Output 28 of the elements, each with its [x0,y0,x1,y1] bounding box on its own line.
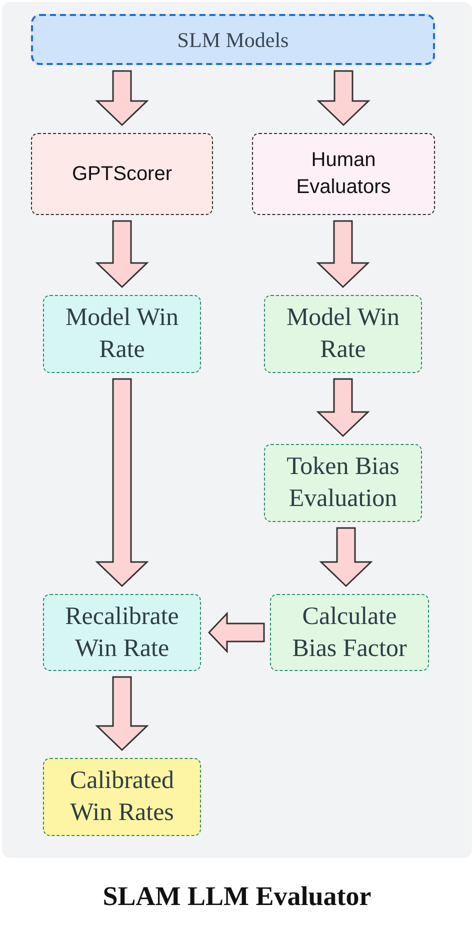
node-label: Model Win Rate [64,303,180,365]
process-box [43,594,201,671]
block-arrow [208,612,265,654]
process-box [31,14,435,65]
process-box [252,133,435,215]
process-box [264,295,422,373]
diagram-title: SLAM LLM Evaluator [102,880,372,913]
block-arrow [95,378,149,588]
node-label: GPTScorer [72,162,172,186]
node-label: Recalibrate Win Rate [64,602,180,664]
block-arrow [316,220,370,288]
block-arrow [319,527,373,588]
process-box [270,594,429,671]
node-label: SLM Models [177,26,289,52]
node-label: Human Evaluators [295,148,392,200]
node-label: Calculate Bias Factor [291,602,408,664]
block-arrow [316,70,370,126]
process-box [43,758,201,836]
process-box [43,295,201,373]
block-arrow [95,220,149,288]
node-label: Model Win Rate [285,303,401,365]
node-label: Token Bias Evaluation [286,452,400,514]
block-arrow [95,70,149,126]
process-box [264,444,422,522]
process-box [31,133,213,215]
node-label: Calibrated Win Rates [68,766,176,828]
block-arrow [316,378,370,438]
block-arrow [95,676,149,752]
